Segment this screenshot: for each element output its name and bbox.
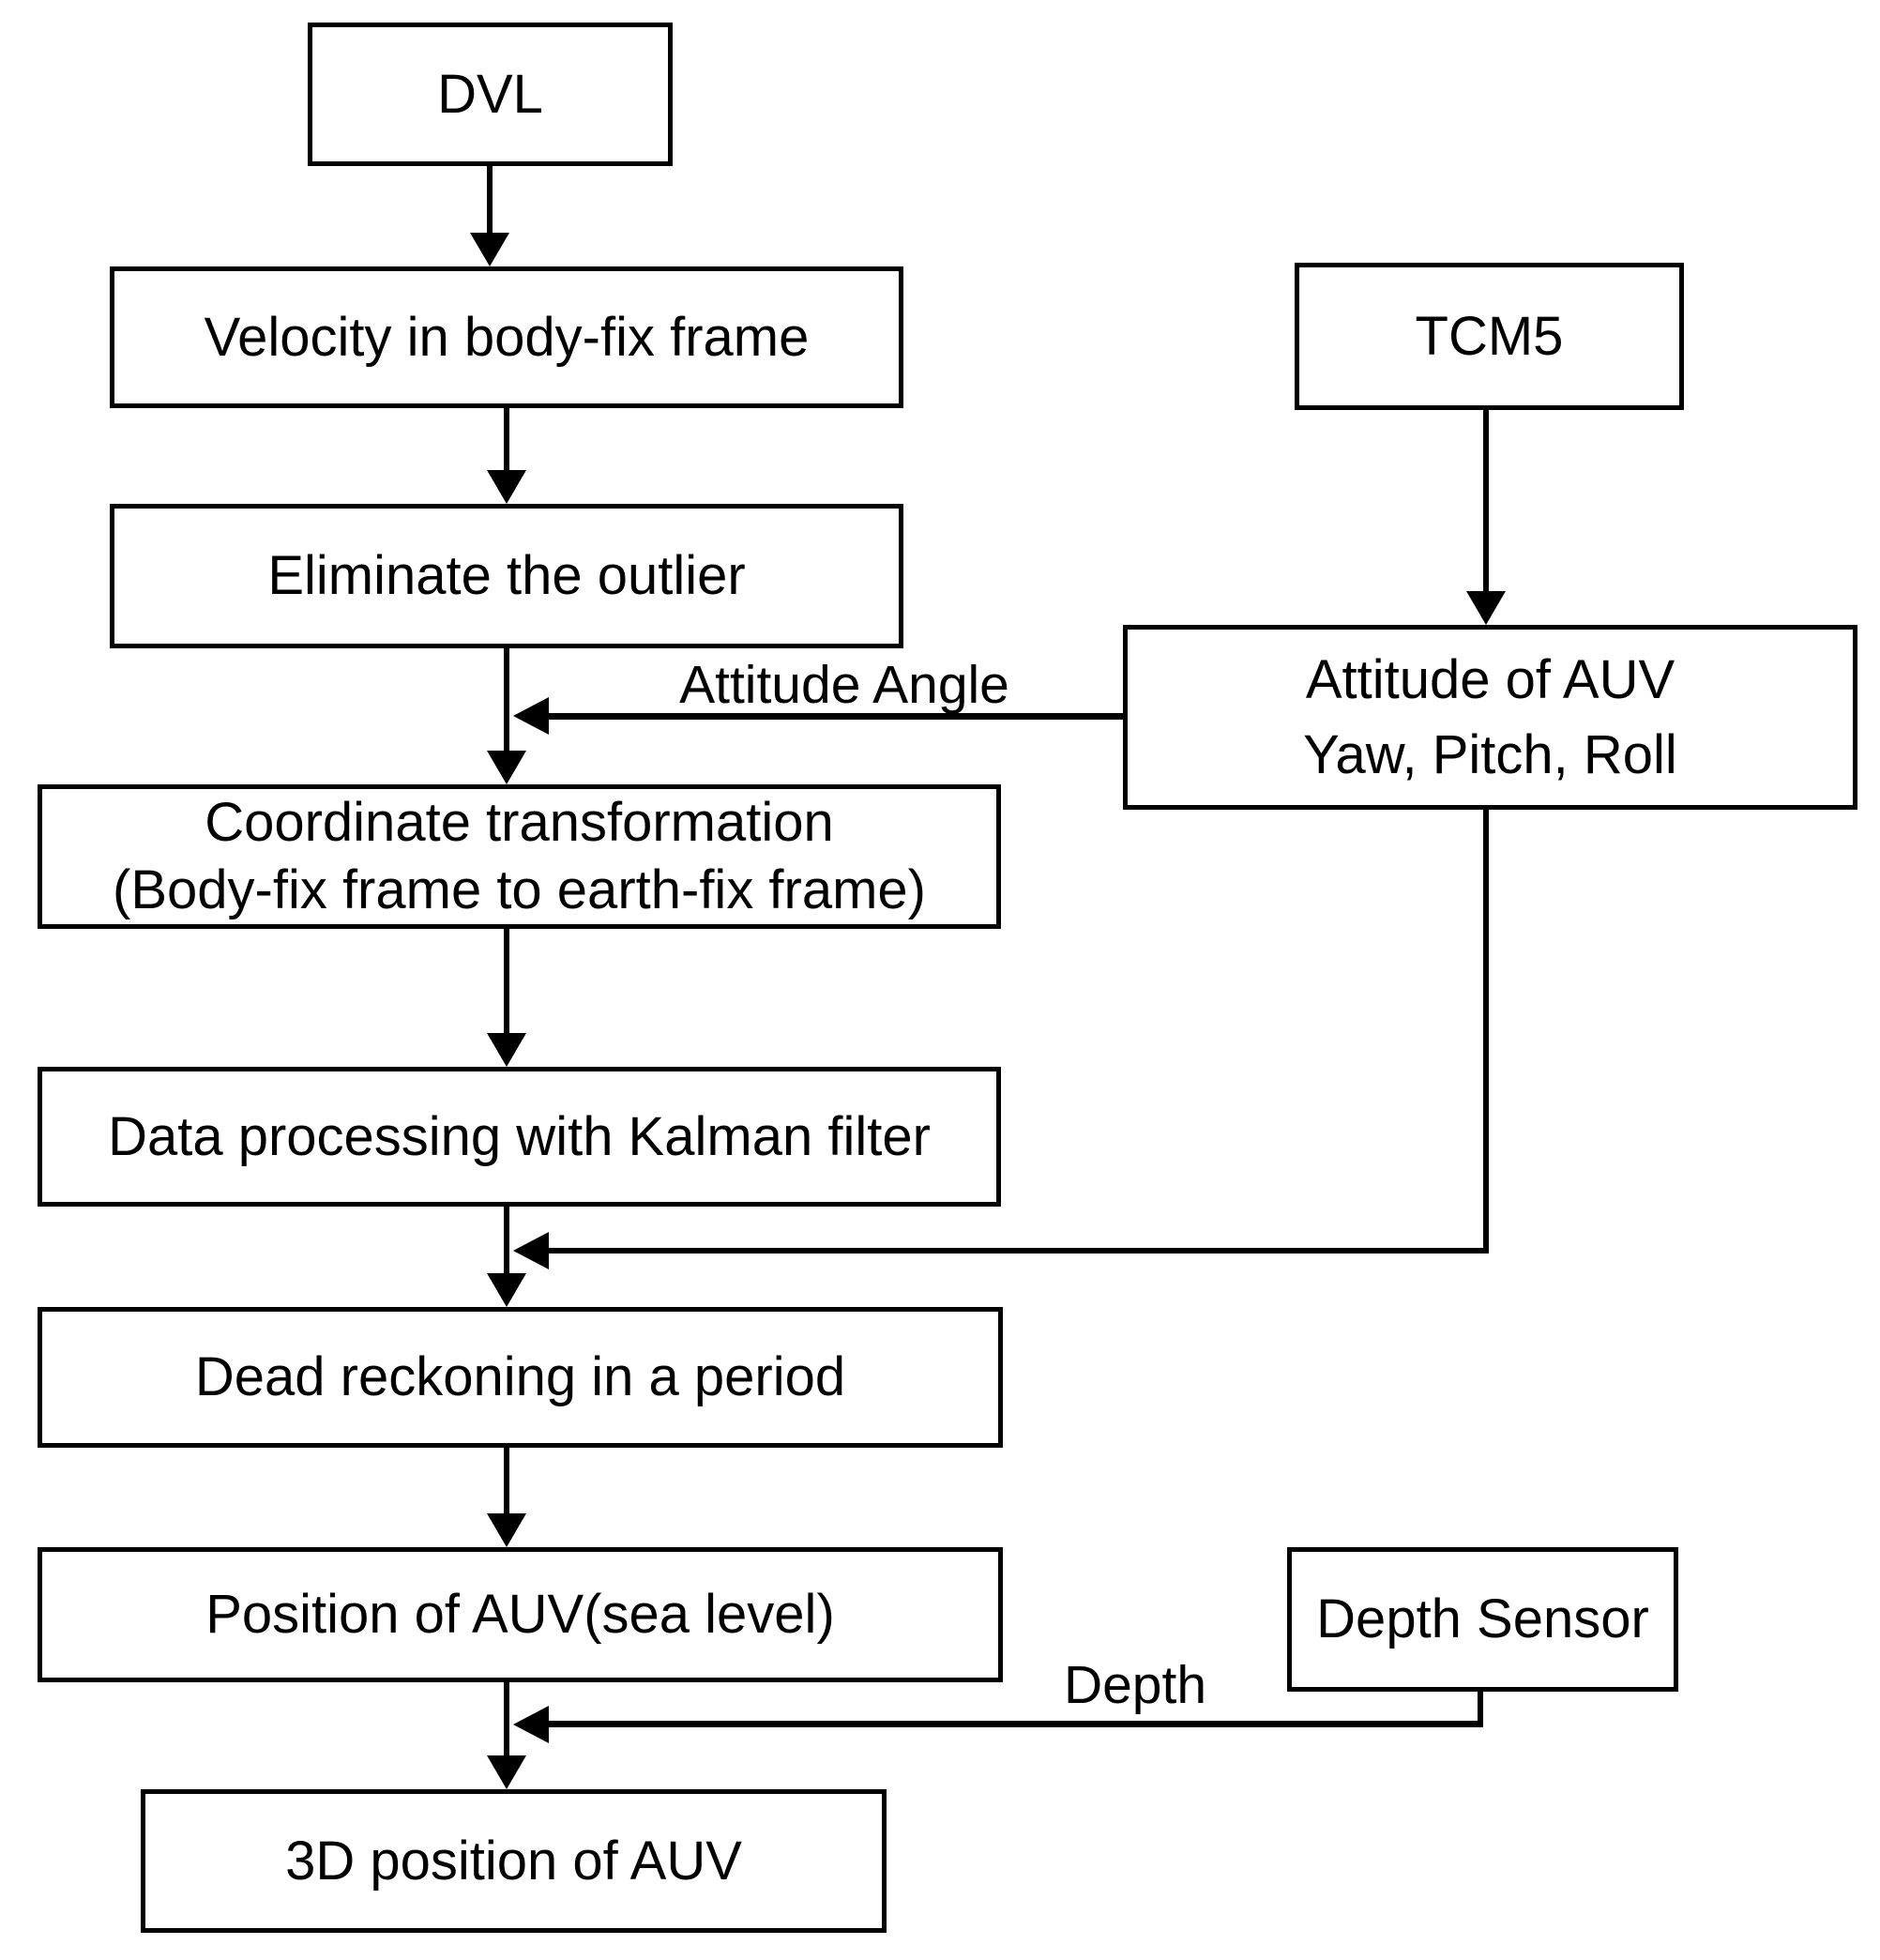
node-dvl: DVL: [308, 23, 673, 166]
edge-attitude-feedback-vertical-line: [1483, 810, 1489, 1253]
edge-attitude-angle-line: [549, 713, 1123, 720]
edge-velocity-to-eliminate-line: [504, 408, 509, 470]
edge-depth-horizontal-line: [549, 1721, 1483, 1727]
node-dvl-label: DVL: [437, 63, 543, 125]
node-depth-sensor: Depth Sensor: [1287, 1547, 1678, 1692]
node-eliminate-outlier-label: Eliminate the outlier: [267, 545, 746, 606]
node-tcm5: TCM5: [1295, 263, 1684, 410]
node-dead-reckoning: Dead reckoning in a period: [38, 1307, 1003, 1448]
node-3d-position: 3D position of AUV: [141, 1789, 887, 1933]
node-velocity-body-fix: Velocity in body-fix frame: [110, 266, 903, 408]
attitude-angle-label: Attitude Angle: [679, 655, 1009, 715]
edge-dvl-to-velocity-arrowhead-icon: [470, 233, 509, 266]
node-attitude-of-auv-line1: Attitude of AUV: [1305, 648, 1675, 710]
node-kalman-filter-label: Data processing with Kalman filter: [108, 1105, 931, 1167]
node-attitude-of-auv-line2: Yaw, Pitch, Roll: [1303, 723, 1677, 785]
node-position-sea-level-label: Position of AUV(sea level): [205, 1584, 835, 1645]
node-coordinate-transformation-line1: Coordinate transformation: [205, 792, 834, 853]
edge-coordinate-to-kalman-line: [504, 929, 509, 1033]
depth-label: Depth: [1063, 1655, 1207, 1715]
node-depth-sensor-label: Depth Sensor: [1316, 1588, 1649, 1649]
edge-dead-to-position-line: [504, 1448, 509, 1513]
node-3d-position-label: 3D position of AUV: [285, 1830, 742, 1892]
node-coordinate-transformation: Coordinate transformation (Body-fix fram…: [38, 784, 1001, 929]
edge-kalman-to-dead-arrowhead-icon: [487, 1273, 526, 1307]
edge-tcm5-to-attitude-arrowhead-icon: [1466, 591, 1506, 625]
node-dead-reckoning-label: Dead reckoning in a period: [194, 1346, 846, 1407]
edge-attitude-angle-arrowhead-icon: [513, 697, 549, 735]
edge-attitude-feedback-arrowhead-icon: [513, 1232, 549, 1269]
edge-depth-vertical-line: [1478, 1692, 1483, 1727]
edge-position-to-3d-arrowhead-icon: [487, 1755, 526, 1789]
edge-kalman-to-dead-line: [504, 1207, 509, 1273]
edge-eliminate-to-coordinate-arrowhead-icon: [487, 751, 526, 784]
node-coordinate-transformation-line2: (Body-fix frame to earth-fix frame): [113, 859, 926, 920]
edge-dvl-to-velocity-line: [487, 166, 493, 233]
edge-tcm5-to-attitude-line: [1483, 410, 1489, 591]
node-tcm5-label: TCM5: [1415, 305, 1564, 367]
node-velocity-body-fix-label: Velocity in body-fix frame: [204, 306, 810, 368]
edge-coordinate-to-kalman-arrowhead-icon: [487, 1033, 526, 1067]
node-kalman-filter: Data processing with Kalman filter: [38, 1067, 1001, 1207]
node-attitude-of-auv: Attitude of AUV Yaw, Pitch, Roll: [1123, 625, 1857, 810]
edge-position-to-3d-line: [504, 1682, 509, 1755]
edge-eliminate-to-coordinate-line: [504, 648, 509, 751]
node-eliminate-outlier: Eliminate the outlier: [110, 504, 903, 648]
edge-attitude-feedback-horizontal-line: [549, 1248, 1489, 1253]
edge-depth-arrowhead-icon: [513, 1706, 549, 1743]
edge-dead-to-position-arrowhead-icon: [487, 1513, 526, 1547]
edge-velocity-to-eliminate-arrowhead-icon: [487, 470, 526, 504]
node-position-sea-level: Position of AUV(sea level): [38, 1547, 1003, 1682]
